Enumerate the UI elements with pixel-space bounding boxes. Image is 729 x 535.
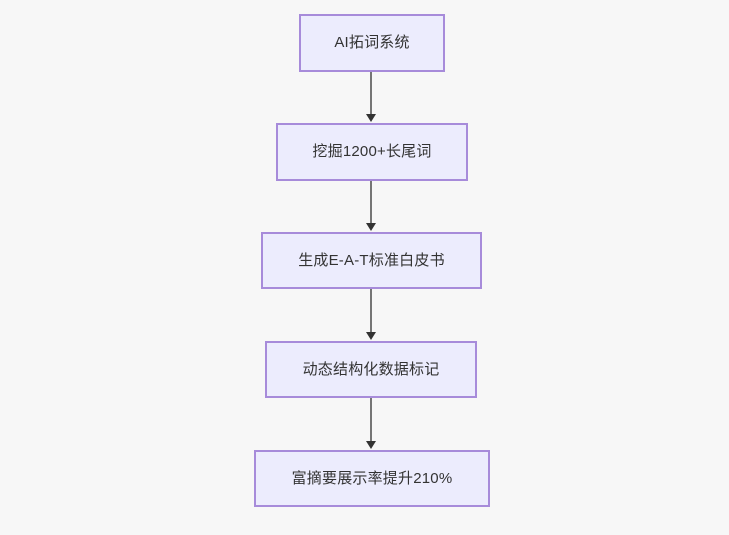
flowchart-node-mine-longtail-keywords[interactable]: 挖掘1200+长尾词 [276,123,468,181]
flowchart-edge-2-3 [370,181,372,224]
node-label: 动态结构化数据标记 [302,360,440,378]
flowchart-edge-3-4 [370,289,372,333]
flowchart-node-ai-keyword-system[interactable]: AI拓词系统 [299,14,445,72]
node-label: 挖掘1200+长尾词 [312,143,432,160]
flowchart-edge-1-2 [370,72,372,115]
arrow-down-icon [366,441,376,449]
node-label: AI拓词系统 [334,34,410,51]
flowchart-edge-4-5 [370,398,372,442]
node-label: 生成E-A-T标准白皮书 [298,251,445,269]
flowchart-node-rich-snippet-result[interactable]: 富摘要展示率提升210% [254,450,490,507]
arrow-down-icon [366,114,376,122]
arrow-down-icon [366,223,376,231]
flowchart-node-generate-eat-whitepaper[interactable]: 生成E-A-T标准白皮书 [261,232,482,289]
flowchart-node-dynamic-structured-data[interactable]: 动态结构化数据标记 [265,341,477,398]
arrow-down-icon [366,332,376,340]
node-label: 富摘要展示率提升210% [291,469,453,487]
